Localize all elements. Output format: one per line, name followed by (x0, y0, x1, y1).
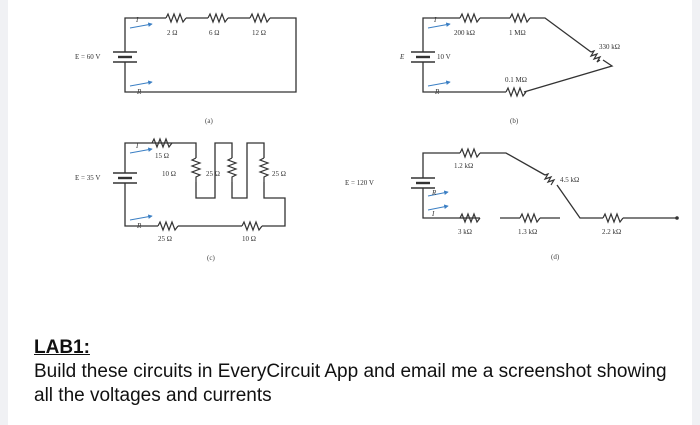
circuit-a-resistor-2ohm (165, 12, 187, 24)
lab-title: LAB1: (34, 337, 90, 358)
circuit-a-caption: (a) (205, 117, 213, 125)
circuit-c-resistor-15ohm (151, 137, 173, 149)
circuit-c-current-label: I (135, 142, 139, 150)
circuit-d-resistor-1k2 (459, 147, 481, 159)
circuit-b-resistor-330k (589, 49, 602, 63)
circuit-b-label-100k: 0.1 MΩ (505, 76, 527, 84)
circuit-d-caption: (d) (551, 253, 560, 261)
circuit-d-resistor-4k5 (543, 172, 556, 186)
circuit-c: I R 15 Ω 10 Ω 25 Ω 25 Ω 25 Ω 10 Ω E = 35… (75, 137, 286, 262)
lab-instructions: LAB1: Build these circuits in EveryCircu… (34, 336, 674, 408)
circuit-a: I R 2 Ω 6 Ω 12 Ω E = 60 V (a) (75, 12, 297, 125)
circuit-b-wire (422, 17, 614, 93)
circuit-b-label-330k: 330 kΩ (599, 43, 620, 51)
circuit-a-current-arrow (129, 22, 153, 29)
circuit-c-resistor-25ohm-b (258, 157, 270, 182)
circuit-b-current-arrow (427, 22, 451, 29)
circuit-c-resistor-10ohm (190, 157, 202, 182)
circuit-d-label-4k5: 4.5 kΩ (560, 176, 579, 184)
circuit-d-battery (411, 177, 435, 189)
circuit-d-current-label: I (431, 210, 435, 218)
circuit-c-battery (113, 172, 137, 184)
circuit-d-resistor-1k3 (519, 212, 541, 224)
circuit-a-resistance-label: R (136, 88, 142, 96)
circuit-diagrams: I R 2 Ω 6 Ω 12 Ω E = 60 V (a) I R 200 kΩ (75, 12, 679, 262)
lab-body: Build these circuits in EveryCircuit App… (34, 361, 667, 406)
circuit-c-current-arrow (129, 147, 153, 154)
circuit-c-label-10ohm: 10 Ω (162, 170, 176, 178)
circuit-b-battery (411, 51, 435, 63)
circuit-b-label-200k: 200 kΩ (454, 29, 475, 37)
circuit-a-resistance-arrow (129, 80, 153, 87)
circuit-d-resistance-label: R (431, 189, 437, 197)
circuit-d-label-1k2: 1.2 kΩ (454, 162, 473, 170)
circuit-d-label-2k2: 2.2 kΩ (602, 228, 621, 236)
circuit-c-resistance-arrow (129, 214, 153, 221)
circuit-c-label-25ohm-a: 25 Ω (206, 170, 220, 178)
circuit-b-caption: (b) (510, 117, 519, 125)
circuit-b-resistance-label: R (434, 88, 440, 96)
circuit-a-current-label: I (135, 16, 139, 24)
circuit-b-current-label: I (433, 16, 437, 24)
circuit-b-resistor-200k (459, 12, 481, 24)
circuit-a-label-12ohm: 12 Ω (252, 29, 266, 37)
circuit-b-resistor-100k (505, 86, 527, 98)
circuit-b-source-volt: 10 V (437, 53, 451, 61)
circuit-a-battery (113, 51, 137, 63)
circuit-c-resistance-label: R (136, 222, 142, 230)
circuit-d-source-label: E = 120 V (345, 179, 374, 187)
circuit-c-resistor-25ohm-c (157, 220, 179, 232)
right-edge-band (692, 0, 700, 425)
circuit-a-source-label: E = 60 V (75, 53, 100, 61)
circuit-c-resistor-10ohm-b (241, 220, 263, 232)
circuit-b-source-e: E (399, 53, 405, 61)
circuit-a-label-6ohm: 6 Ω (209, 29, 219, 37)
circuit-a-resistor-6ohm (207, 12, 229, 24)
circuit-d-resistor-2k2 (602, 212, 624, 224)
circuit-c-label-15ohm: 15 Ω (155, 152, 169, 160)
left-edge-band (0, 0, 8, 425)
circuit-d-resistor-3k (459, 212, 481, 224)
circuit-d-label-3k: 3 kΩ (458, 228, 472, 236)
circuit-a-label-2ohm: 2 Ω (167, 29, 177, 37)
circuit-b-label-1meg: 1 MΩ (509, 29, 526, 37)
circuit-a-wire (124, 17, 297, 93)
circuit-c-resistor-25ohm-a (226, 157, 238, 182)
circuit-c-source-label: E = 35 V (75, 174, 100, 182)
circuit-b-resistance-arrow (427, 80, 451, 87)
circuit-c-label-10ohm-b: 10 Ω (242, 235, 256, 243)
circuit-d-label-1k3: 1.3 kΩ (518, 228, 537, 236)
circuit-b: I R 200 kΩ 1 MΩ 330 kΩ 0.1 MΩ E 10 V (b) (399, 12, 620, 125)
circuit-c-label-25ohm-c: 25 Ω (158, 235, 172, 243)
circuit-a-resistor-12ohm (249, 12, 271, 24)
circuit-c-wire (124, 142, 286, 227)
circuit-d-resistance-arrow (427, 190, 449, 197)
circuit-d-current-arrow (427, 204, 449, 211)
circuit-d-terminal (675, 216, 679, 220)
circuit-b-resistor-1meg (509, 12, 531, 24)
circuit-d: R I 1.2 kΩ 4.5 kΩ 3 kΩ 1.3 kΩ 2.2 kΩ E =… (345, 147, 679, 261)
circuit-d-wire (422, 152, 676, 219)
circuit-c-label-25ohm-b: 25 Ω (272, 170, 286, 178)
circuit-c-caption: (c) (207, 254, 215, 262)
